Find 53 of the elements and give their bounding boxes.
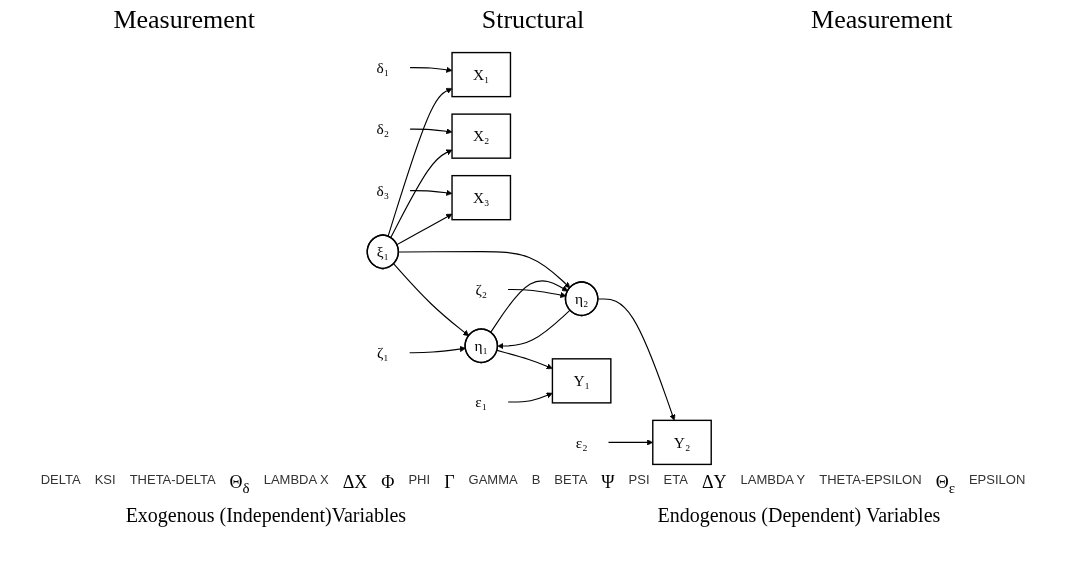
arrow [607,439,653,446]
matrix-name: LAMBDA X [263,472,329,489]
matrix-name: THETA-EPSILON [819,472,922,489]
arrow [597,298,675,421]
section-heading: Measurement [811,5,953,35]
matrix-symbol: Γ [444,472,455,494]
matrix-name: EPSILON [968,472,1026,489]
arrow [409,128,452,135]
arrow [408,345,466,354]
node-box: X₂ [450,113,511,159]
matrix-symbol: Θ$_{δ}$ [229,472,250,497]
matrix-symbol: Ψ [601,472,615,494]
arrow [409,66,452,73]
node-box: X₁ [450,51,511,98]
arrow [507,288,566,299]
caption-text: Endogenous (Dependent) Variables [657,504,941,528]
node-text: ζ₁ [376,343,389,362]
matrix-name: B [531,472,541,489]
arrow [489,280,568,333]
section-heading: Measurement [113,5,255,35]
matrix-symbol: Φ [381,472,395,494]
arrow [496,349,553,370]
node-text: δ₃ [376,181,389,200]
matrix-symbol: ΔY [701,472,727,494]
node-text: ε₂ [575,433,588,452]
node-text: ζ₂ [475,280,487,299]
matrix-name: LAMBDA Y [740,472,806,489]
matrix-symbol: Θ$_{ε}$ [935,472,955,497]
arrow [392,263,469,337]
matrix-name: DELTA [40,472,81,489]
matrix-name: THETA-DELTA [129,472,216,489]
arrow [497,309,571,350]
arrow [387,88,452,237]
caption-text: Exogenous (Independent)Variables [125,504,407,528]
node-text: δ₂ [376,120,389,138]
matrix-name: PHI [408,472,431,489]
matrix-name: PSI [628,472,650,489]
node-box: Y₁ [551,358,612,404]
arrow [409,189,452,196]
matrix-name: GAMMA [468,472,518,489]
matrix-name: BETA [554,472,588,489]
arrow [396,213,452,246]
node-box: X₃ [450,174,511,221]
matrix-name: KSI [94,472,116,489]
matrix-symbol: ΔX [342,472,368,494]
arrow [507,392,553,403]
matrix-name: ETA [663,472,688,489]
arrow [397,251,570,289]
arrow [389,149,452,239]
node-text: ε₁ [474,393,487,411]
node-text: δ₁ [376,58,389,77]
node-box: Y₂ [651,419,712,466]
section-heading: Structural [481,5,585,35]
